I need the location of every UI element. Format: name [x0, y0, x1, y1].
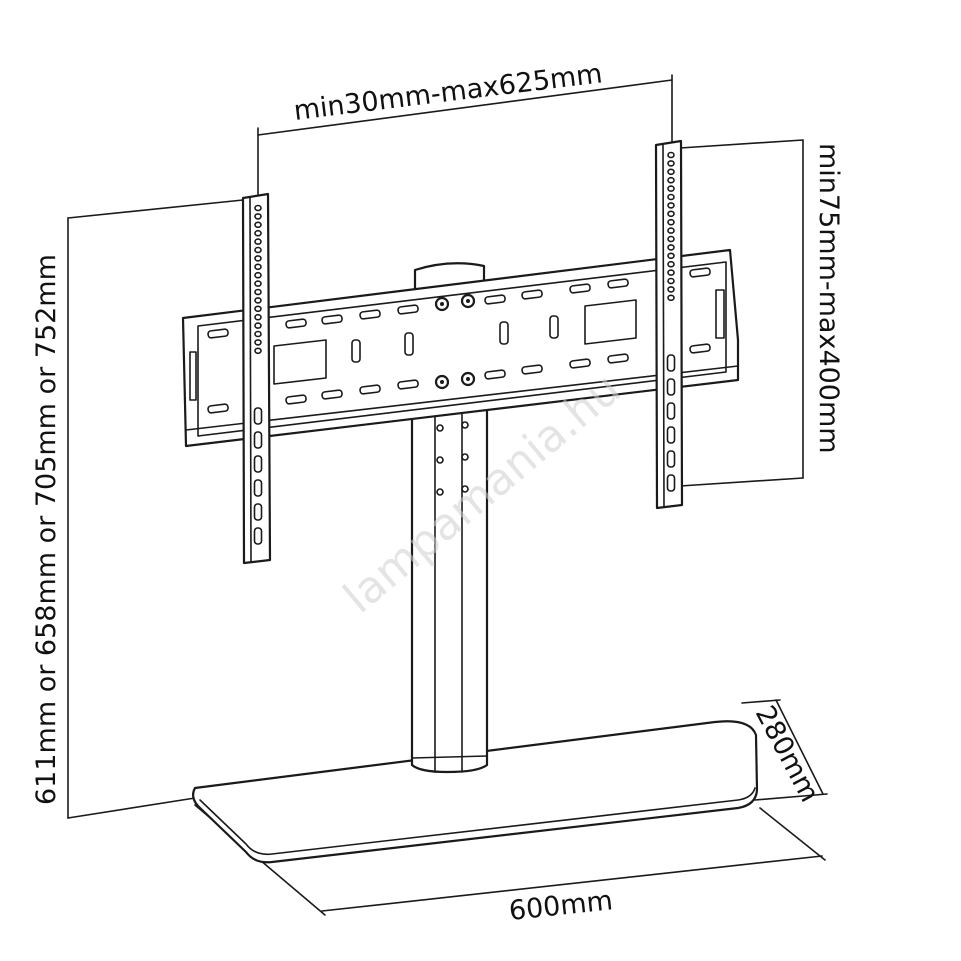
- bracket-hole: [254, 297, 262, 304]
- bracket-hole: [667, 202, 675, 209]
- bracket-hole: [254, 263, 262, 271]
- bracket-hole: [667, 210, 675, 218]
- bracket-hole: [667, 244, 675, 251]
- bracket-hole: [254, 322, 262, 329]
- bracket-hole: [667, 252, 675, 260]
- bracket-slot: [666, 450, 676, 468]
- vertical-spacing-dimension-label: min75mm-max400mm: [813, 143, 844, 454]
- bracket-hole: [254, 280, 262, 287]
- bracket-slot: [253, 503, 263, 521]
- bracket-hole: [667, 185, 675, 192]
- height-dimension-label: 611mm or 658mm or 705mm or 752mm: [31, 254, 62, 805]
- mounting-plate: [181, 248, 740, 448]
- bracket-hole: [254, 305, 262, 313]
- base-plate: [191, 720, 759, 864]
- bracket-slot: [253, 407, 263, 425]
- dimension-lines: [67, 74, 828, 916]
- bracket-hole: [254, 255, 262, 262]
- base-width-dimension-label: 600mm: [507, 885, 614, 927]
- bracket-hole: [667, 193, 675, 201]
- bracket-hole: [254, 313, 262, 321]
- bracket-hole: [667, 269, 675, 276]
- bracket-hole: [254, 213, 262, 220]
- bracket-hole: [254, 229, 262, 237]
- bracket-slot: [666, 402, 676, 420]
- bracket-hole: [254, 288, 262, 296]
- bracket-slot: [666, 426, 676, 444]
- bracket-slot: [666, 474, 676, 492]
- bracket-hole: [667, 294, 675, 302]
- center-column: [410, 262, 489, 774]
- bracket-hole: [667, 260, 675, 268]
- bracket-slot: [253, 431, 263, 449]
- bracket-hole: [254, 238, 262, 245]
- bracket-hole: [667, 227, 675, 234]
- bracket-hole: [667, 218, 675, 226]
- bracket-hole: [254, 246, 262, 254]
- bracket-hole: [667, 176, 675, 184]
- bracket-hole: [254, 271, 262, 279]
- bracket-hole: [254, 339, 262, 346]
- bracket-hole: [667, 235, 675, 243]
- bracket-slot: [253, 527, 263, 545]
- bracket-hole: [667, 160, 675, 167]
- bracket-slot: [666, 378, 676, 396]
- width-dimension-label: min30mm-max625mm: [292, 58, 604, 127]
- bracket-hole: [667, 286, 675, 293]
- bracket-hole: [254, 347, 262, 355]
- right-vertical-bracket: [654, 139, 684, 510]
- bracket-slot: [253, 455, 263, 473]
- depth-dimension-label: 280mm: [749, 701, 825, 808]
- bracket-slot: [666, 354, 676, 372]
- bracket-hole: [667, 151, 675, 159]
- left-vertical-bracket: [241, 192, 272, 565]
- plate-slots: [189, 267, 725, 414]
- bracket-hole: [254, 204, 262, 212]
- bracket-hole: [667, 277, 675, 285]
- bolts: [434, 293, 476, 390]
- bracket-hole: [254, 221, 262, 229]
- bracket-hole: [254, 330, 262, 338]
- bracket-slot: [253, 479, 263, 497]
- bracket-hole: [667, 168, 675, 176]
